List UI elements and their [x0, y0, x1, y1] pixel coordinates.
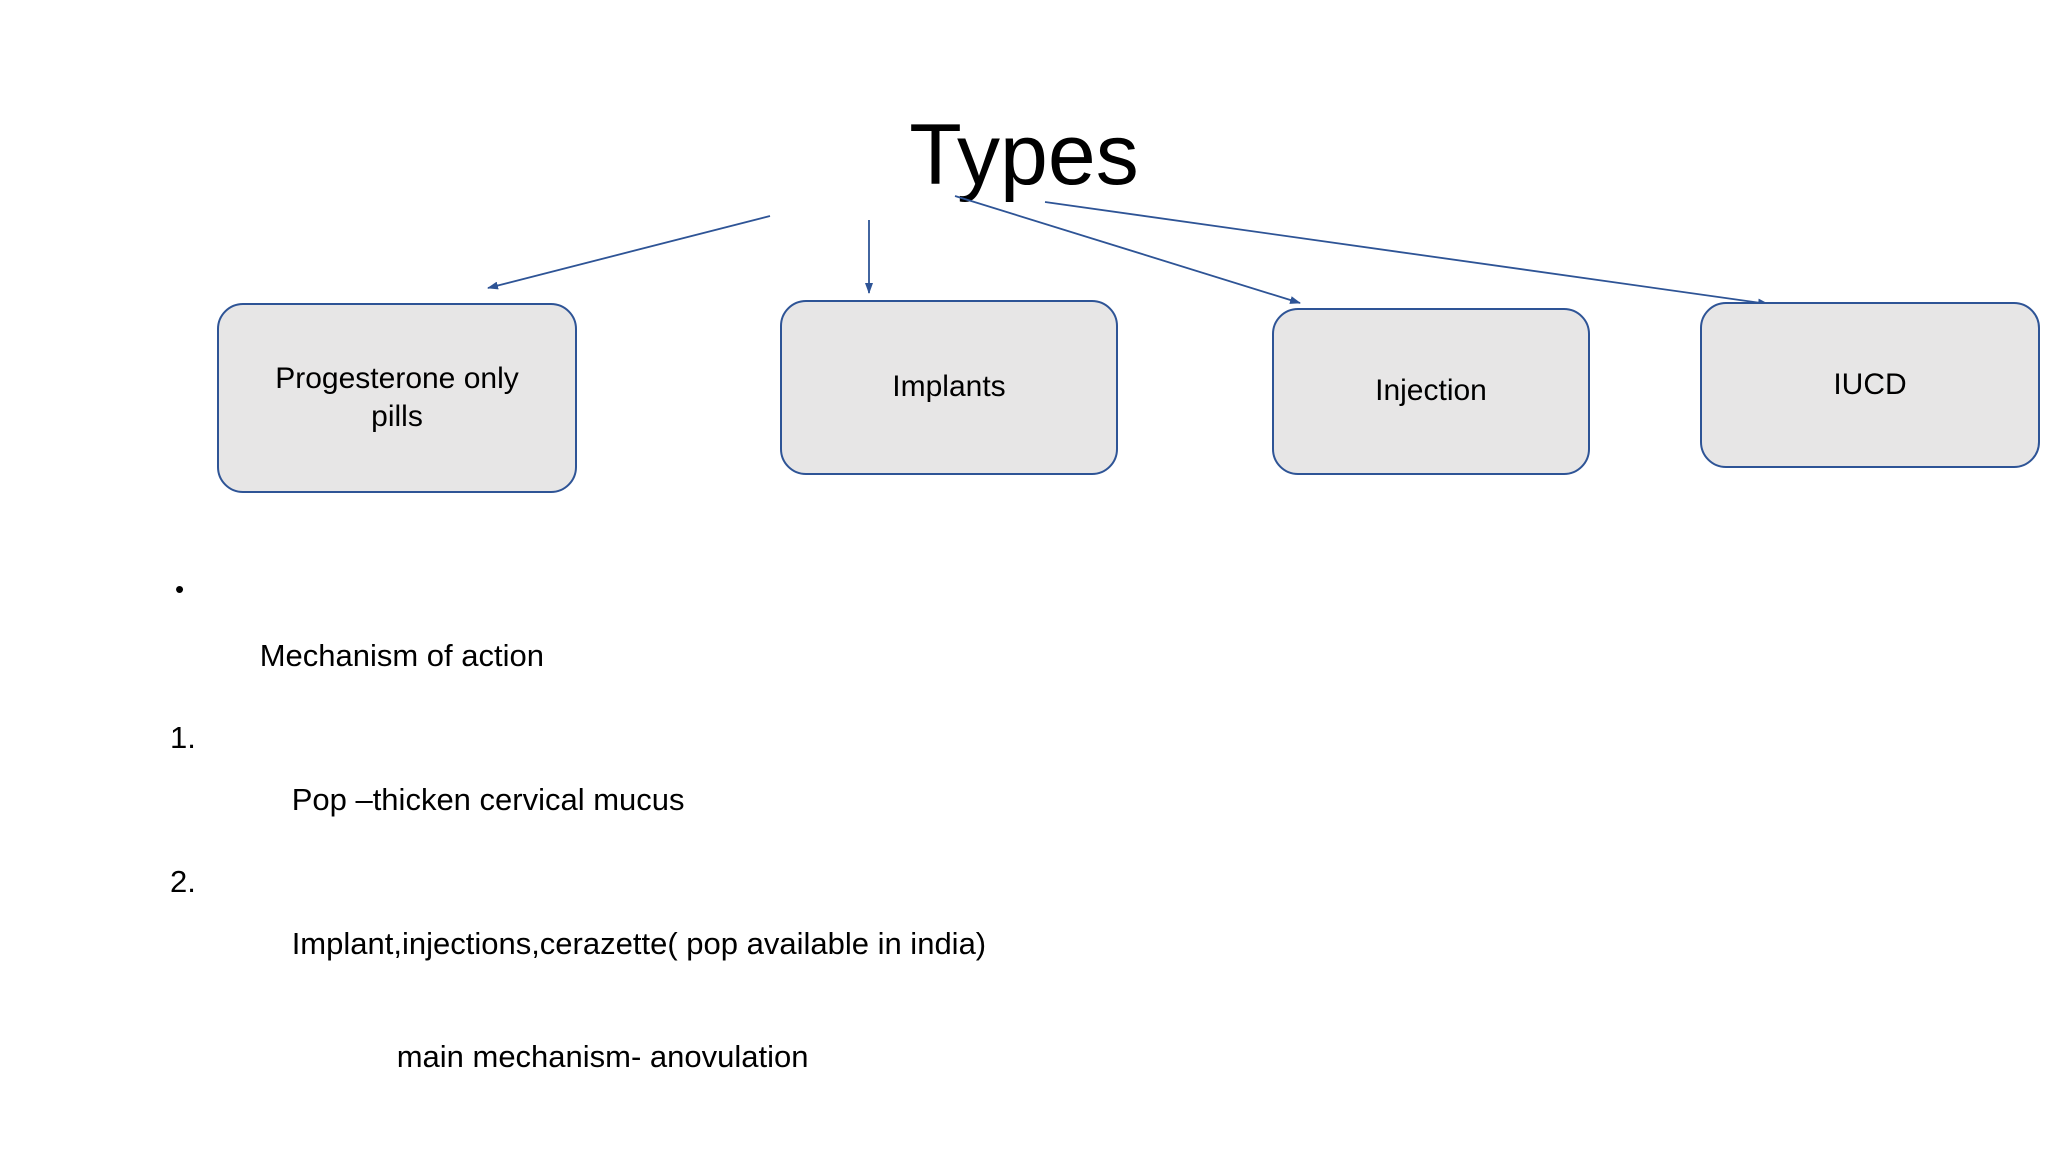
node-label: Implants: [892, 370, 1006, 404]
connector-to-injection: [954, 195, 1301, 304]
bullet-text: Mechanism of action: [259, 638, 544, 673]
node-label: Injection: [1375, 374, 1487, 408]
node-iucd[interactable]: IUCD: [1700, 302, 2040, 468]
list-item-1: 1. Pop –thicken cervical mucus: [170, 722, 1890, 846]
body-text-block: • Mechanism of action 1. Pop –thicken ce…: [170, 574, 1890, 1152]
list-item-text: Pop –thicken cervical mucus: [291, 782, 685, 817]
node-progesterone-only-pills[interactable]: Progesterone only pills: [217, 303, 577, 493]
sub-line-text: main mechanism- anovulation: [396, 1039, 809, 1074]
bullet-marker: •: [175, 574, 185, 604]
node-implants[interactable]: Implants: [780, 300, 1118, 475]
bullet-mechanism-of-action: • Mechanism of action: [170, 574, 1890, 702]
node-injection[interactable]: Injection: [1272, 308, 1590, 475]
page-title: Types: [909, 107, 1139, 203]
list-number: 2.: [170, 864, 196, 899]
list-item-text: Implant,injections,cerazette( pop availa…: [291, 926, 987, 961]
list-number: 1.: [170, 720, 196, 755]
sub-line-other-mechanism: other mechanism- thick cervical mucus: [170, 1123, 1890, 1152]
list-item-2: 2. Implant,injections,cerazette( pop ava…: [170, 866, 1890, 990]
connector-to-pop: [487, 215, 771, 290]
sub-line-main-mechanism: main mechanism- anovulation: [170, 1010, 1890, 1103]
node-label: Progesterone only pills: [275, 361, 519, 433]
connector-to-iucd: [1044, 201, 1769, 307]
node-label: IUCD: [1833, 367, 1907, 401]
